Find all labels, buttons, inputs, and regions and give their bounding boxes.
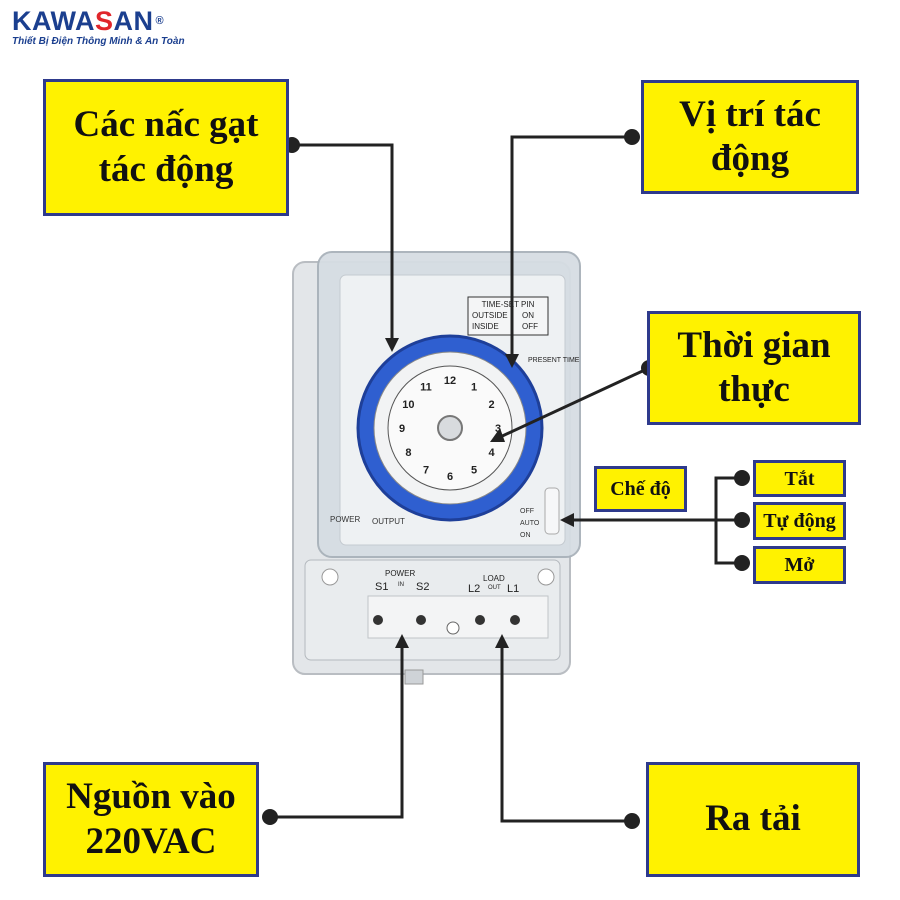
terminal-in-label: IN xyxy=(398,582,404,588)
auto-dot xyxy=(734,512,750,528)
dial-number: 5 xyxy=(471,465,477,477)
screw-1 xyxy=(373,615,383,625)
realtime-connector xyxy=(497,366,650,440)
present-time-label: PRESENT TIME xyxy=(528,357,580,364)
label-on: Mở xyxy=(784,554,815,576)
power-dot xyxy=(262,809,278,825)
terminal-s2: S2 xyxy=(416,581,429,593)
power-connector xyxy=(270,644,404,819)
dial-number: 6 xyxy=(447,471,453,483)
screw-3 xyxy=(475,615,485,625)
label-position-line1: Vị trí tác xyxy=(679,93,821,135)
label-on-box: Mở xyxy=(753,546,846,584)
label-power-line2: 220VAC xyxy=(85,820,217,862)
label-mode: Chế độ xyxy=(610,478,671,500)
label-load-box: Ra tải xyxy=(646,762,860,877)
mount-hole-left xyxy=(321,568,339,586)
dial-number: 10 xyxy=(402,399,414,411)
on-label: ON xyxy=(522,311,534,320)
off-dot xyxy=(734,470,750,486)
switch-auto-label: AUTO xyxy=(520,520,540,527)
dial-number: 11 xyxy=(420,381,432,393)
terminal-power-label: POWER xyxy=(385,569,415,578)
inside-label: INSIDE xyxy=(472,322,499,331)
mode-arrow xyxy=(560,513,574,527)
screw-center xyxy=(446,621,460,635)
label-auto-box: Tự động xyxy=(753,502,846,540)
dial-number: 7 xyxy=(423,465,429,477)
dial-number: 2 xyxy=(489,399,495,411)
terminal-s1: S1 xyxy=(375,581,388,593)
load-arrow xyxy=(495,634,509,648)
terminal-l1: L1 xyxy=(507,583,519,595)
dial-number: 12 xyxy=(444,375,456,387)
brand-name: KAWASAN® xyxy=(12,6,165,36)
load-connector xyxy=(500,644,632,823)
switch-off-label: OFF xyxy=(520,508,534,515)
dial-knob xyxy=(437,415,463,441)
mode-branch xyxy=(714,476,742,565)
terminal-out-label: OUT xyxy=(488,585,501,591)
brand-logo: KAWASAN® Thiết Bị Điện Thông Minh & An T… xyxy=(12,6,185,47)
brand-tagline: Thiết Bị Điện Thông Minh & An Toàn xyxy=(12,36,185,47)
switch-on-label: ON xyxy=(520,532,531,539)
label-realtime-line1: Thời gian xyxy=(677,324,831,366)
lever-arrow xyxy=(385,338,399,352)
terminal-load-label: LOAD xyxy=(483,574,505,583)
din-clip xyxy=(404,669,424,685)
output-indicator-label: OUTPUT xyxy=(372,517,405,526)
label-realtime-line2: thực xyxy=(718,369,790,410)
power-arrow xyxy=(395,634,409,648)
screw-4 xyxy=(510,615,520,625)
time-set-title: TIME-SET PIN xyxy=(482,300,535,309)
screw-2 xyxy=(416,615,426,625)
label-off-box: Tắt xyxy=(753,460,846,497)
label-load: Ra tải xyxy=(705,798,801,840)
label-mode-box: Chế độ xyxy=(594,466,687,512)
dial-number: 3 xyxy=(495,423,501,435)
label-auto: Tự động xyxy=(763,510,836,532)
label-power-line1: Nguồn vào xyxy=(66,776,236,818)
on-dot xyxy=(734,555,750,571)
realtime-arrow xyxy=(490,428,505,442)
off-label: OFF xyxy=(522,322,538,331)
dial-number: 1 xyxy=(471,381,477,393)
outside-label: OUTSIDE xyxy=(472,311,508,320)
position-connector xyxy=(510,135,632,358)
terminal-l2: L2 xyxy=(468,583,480,595)
label-off: Tắt xyxy=(784,467,815,490)
dial-number: 8 xyxy=(405,447,411,459)
label-position-line2: động xyxy=(710,138,790,179)
position-arrow xyxy=(505,354,519,368)
mode-switch xyxy=(544,487,560,535)
dial-number: 4 xyxy=(489,447,496,459)
lever-connector xyxy=(292,143,394,342)
dial-number: 9 xyxy=(399,423,405,435)
power-indicator-label: POWER xyxy=(330,515,360,524)
load-dot xyxy=(624,813,640,829)
label-lever-line1: Các nấc gạt xyxy=(73,104,259,146)
label-lever-line2: tác động xyxy=(98,148,234,190)
time-set-label-box xyxy=(467,296,549,336)
mount-hole-right xyxy=(537,568,555,586)
position-dot xyxy=(624,129,640,145)
